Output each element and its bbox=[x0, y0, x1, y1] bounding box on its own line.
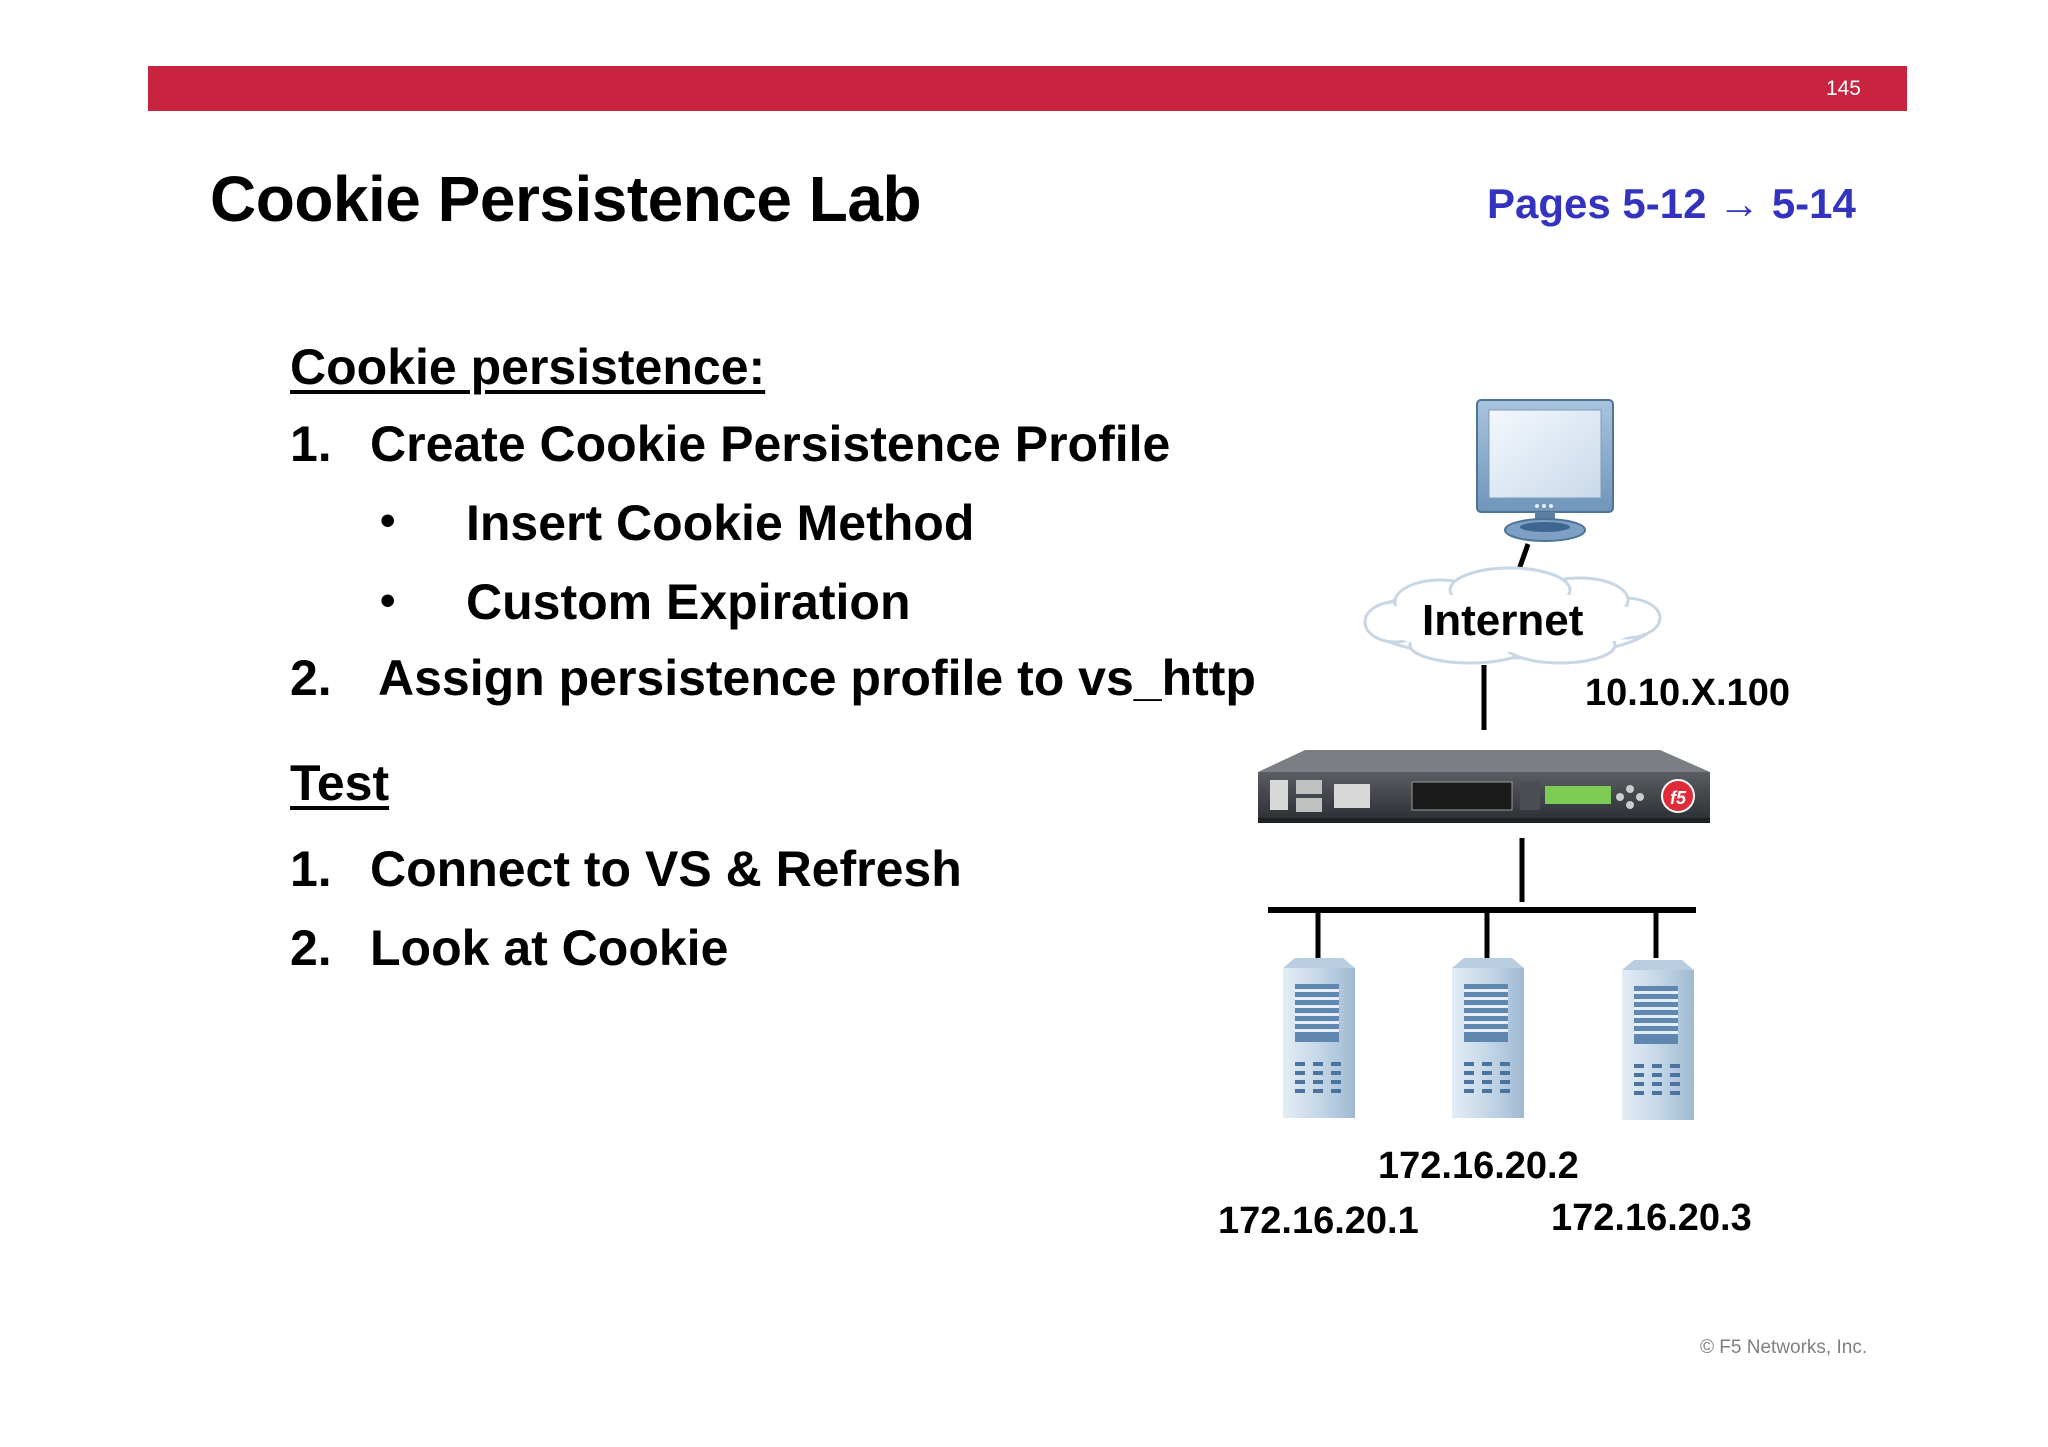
copyright: © F5 Networks, Inc. bbox=[1700, 1337, 1868, 1358]
step-assign-profile: Assign persistence profile to vs_http bbox=[378, 650, 1256, 706]
f5-logo-icon bbox=[1661, 779, 1695, 813]
step-look-at-cookie: Look at Cookie bbox=[370, 920, 729, 976]
step-create-profile: Create Cookie Persistence Profile bbox=[370, 416, 1171, 472]
bullet-custom-expiration: Custom Expiration bbox=[466, 574, 911, 630]
step-connect-refresh: Connect to VS & Refresh bbox=[370, 841, 962, 897]
bullet-dot: • bbox=[380, 576, 396, 625]
server-icon bbox=[1622, 960, 1694, 1120]
pages-reference: Pages 5-12 → 5-14 bbox=[1487, 180, 1856, 227]
slide-title: Cookie Persistence Lab bbox=[210, 163, 922, 235]
step-number: 2. bbox=[290, 920, 332, 976]
bullet-dot: • bbox=[380, 496, 396, 545]
monitor-icon bbox=[1476, 399, 1614, 542]
header-bar: 145 bbox=[148, 66, 1907, 111]
section-heading-test: Test bbox=[290, 755, 390, 811]
page-number: 145 bbox=[1825, 77, 1861, 100]
load-balancer-appliance-icon bbox=[1258, 750, 1710, 823]
vip-address-label: 10.10.X.100 bbox=[1585, 672, 1790, 714]
server-icon bbox=[1452, 958, 1524, 1118]
server2-ip-label: 172.16.20.2 bbox=[1378, 1145, 1579, 1187]
bullet-insert-cookie-method: Insert Cookie Method bbox=[466, 495, 975, 551]
step-number: 1. bbox=[290, 841, 332, 897]
f5-logo-text: f5 bbox=[1670, 788, 1687, 808]
internet-label: Internet bbox=[1422, 596, 1584, 645]
server3-ip-label: 172.16.20.3 bbox=[1551, 1197, 1752, 1239]
server1-ip-label: 172.16.20.1 bbox=[1218, 1200, 1419, 1242]
step-number: 2. bbox=[290, 650, 332, 706]
server-icon bbox=[1283, 958, 1355, 1118]
section-heading-cookie-persistence: Cookie persistence: bbox=[290, 339, 766, 395]
step-number: 1. bbox=[290, 416, 332, 472]
